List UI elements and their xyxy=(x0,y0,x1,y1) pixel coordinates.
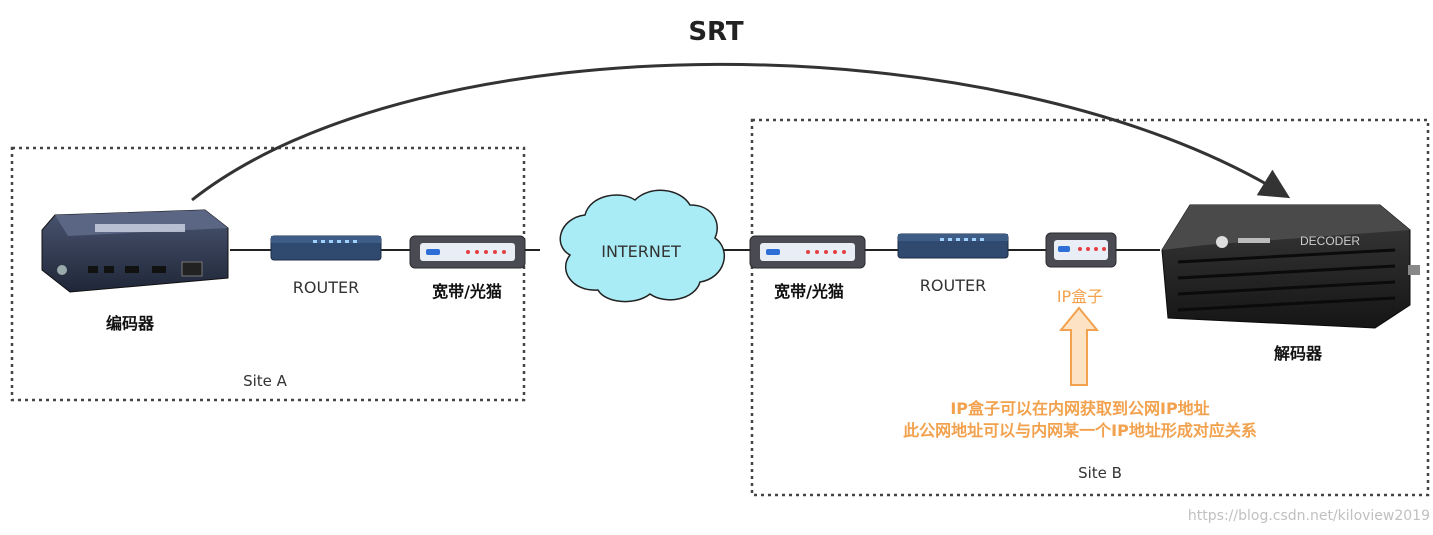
ip-box-label: IP盒子 xyxy=(1056,287,1104,306)
decoder-device-icon: DECODER xyxy=(1161,204,1420,329)
router-a-icon xyxy=(270,235,382,261)
decoder-label: 解码器 xyxy=(1273,344,1322,363)
router-b-label: ROUTER xyxy=(919,276,987,295)
router-b-icon xyxy=(897,233,1009,259)
internet-cloud-icon xyxy=(559,189,725,303)
site-b-label: Site B xyxy=(1078,464,1122,482)
decoder-brand-label: DECODER xyxy=(1300,234,1360,248)
internet-label: INTERNET xyxy=(601,242,681,261)
modem-a-label: 宽带/光猫 xyxy=(432,282,502,301)
srt-connection-arc xyxy=(191,62,1291,202)
site-a-boundary xyxy=(10,146,526,402)
ip-box-note-line-2: 此公网地址可以与内网某一个IP地址形成对应关系 xyxy=(903,421,1257,440)
up-arrow-icon xyxy=(1058,306,1100,386)
modem-b-label: 宽带/光猫 xyxy=(774,282,844,301)
site-a-label: Site A xyxy=(243,372,287,390)
site-b-boundary xyxy=(750,118,1430,497)
modem-a-icon xyxy=(409,235,526,269)
watermark: https://blog.csdn.net/kiloview2019 xyxy=(1187,508,1430,524)
encoder-label: 编码器 xyxy=(105,314,154,333)
ip-box-icon xyxy=(1045,232,1117,268)
srt-title: SRT xyxy=(688,17,744,47)
ip-box-note: IP盒子可以在内网获取到公网IP地址 此公网地址可以与内网某一个IP地址形成对应… xyxy=(820,398,1340,442)
modem-b-icon xyxy=(749,235,866,269)
router-a-label: ROUTER xyxy=(292,278,360,297)
ip-box-note-line-1: IP盒子可以在内网获取到公网IP地址 xyxy=(950,399,1210,418)
encoder-device-icon xyxy=(41,209,229,293)
